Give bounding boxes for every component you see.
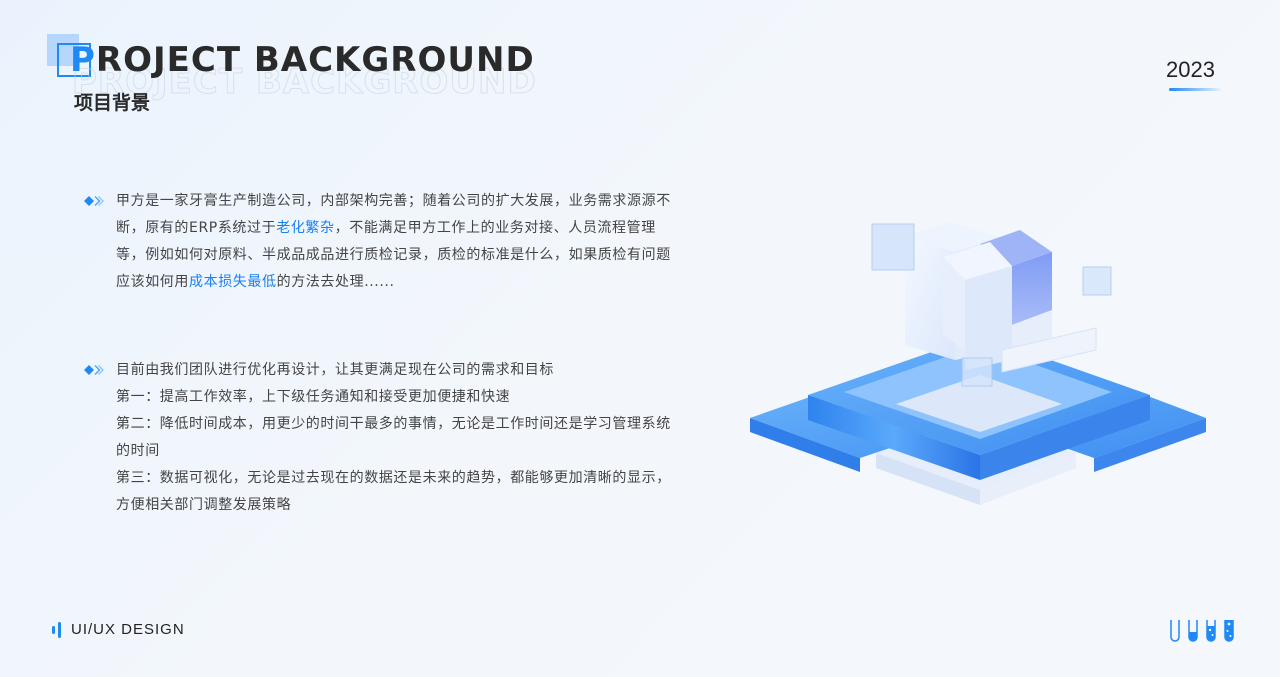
title-first-letter: P — [70, 40, 96, 80]
goals-list: 目前由我们团队进行优化再设计，让其更满足现在公司的需求和目标 第一：提高工作效率… — [84, 357, 684, 519]
title-rest: ROJECT BACKGROUND — [95, 40, 535, 80]
highlight-lowest-cost: 成本损失最低 — [189, 274, 277, 290]
brand-bar-icon — [58, 621, 61, 638]
header-deco-square — [47, 34, 79, 66]
goal-item-1: 第一：提高工作效率，上下级任务通知和接受更加便捷和快速 — [116, 389, 511, 405]
text-segment: 的方法去处理...... — [276, 274, 395, 290]
text-segment: 甲方是一家牙膏生产制造公司，内部架构完善；随着公司的扩大发展，业务需求源源不断，… — [116, 193, 671, 236]
test-tube-half-icon — [1188, 620, 1198, 642]
goal-item-2: 第二：降低时间成本，用更少的时间干最多的事情，无论是工作时间还是学习管理系统的时… — [116, 416, 671, 459]
test-tube-mostly-full-icon — [1206, 620, 1216, 642]
header-deco-outline — [57, 43, 91, 77]
brand-text: UI/UX DESIGN — [71, 621, 185, 638]
background-paragraph: 甲方是一家牙膏生产制造公司，内部架构完善；随着公司的扩大发展，业务需求源源不断，… — [84, 188, 684, 296]
diamond-chevron-icon — [84, 196, 104, 206]
goal-item-3: 第三：数据可视化，无论是过去现在的数据还是未来的趋势，都能够更加清晰的显示，方便… — [116, 470, 671, 513]
year-label: 2023 — [1166, 57, 1215, 82]
paragraph-text: 甲方是一家牙膏生产制造公司，内部架构完善；随着公司的扩大发展，业务需求源源不断，… — [84, 188, 684, 296]
isometric-cube-platform-illustration — [750, 222, 1206, 505]
year-underline — [1169, 88, 1221, 91]
page-title-cn: 项目背景 — [74, 92, 151, 114]
text-segment: ，不能满足甲方工作上的业务对接、人员流程管理等，例如如何对原料、半成品成品进行质… — [116, 220, 671, 290]
highlight-outdated: 老化繁杂 — [276, 220, 335, 236]
test-tube-empty-icon — [1170, 620, 1180, 642]
brand-bar-icon — [52, 625, 55, 634]
diamond-chevron-icon — [84, 365, 104, 375]
goals-intro: 目前由我们团队进行优化再设计，让其更满足现在公司的需求和目标 — [116, 362, 554, 378]
test-tube-icons — [1169, 619, 1235, 643]
footer-brand: UI/UX DESIGN — [52, 621, 185, 638]
page-title-en: PROJECT BACKGROUND — [70, 40, 535, 80]
test-tube-full-icon — [1224, 620, 1234, 642]
title-en-watermark: PROJECT BACKGROUND — [72, 62, 537, 103]
